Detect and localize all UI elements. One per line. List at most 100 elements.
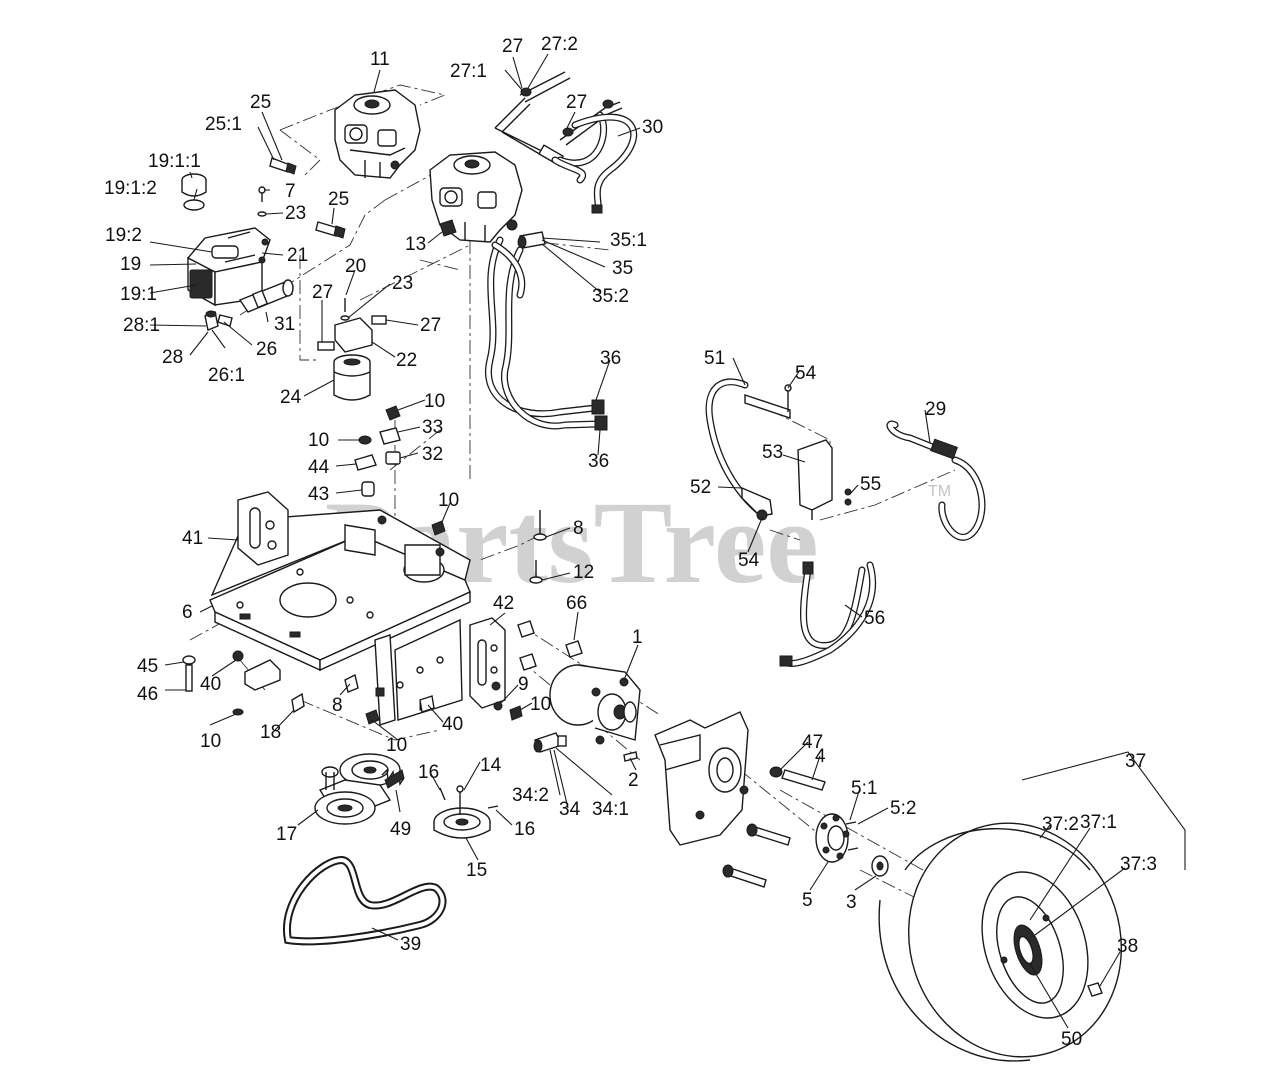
callout-19-1: 19:1 — [120, 284, 157, 305]
callout-5-2: 5:2 — [890, 798, 916, 819]
plate-42 — [469, 617, 506, 709]
callout-35-2: 35:2 — [592, 286, 629, 307]
callout-10e: 10 — [200, 731, 221, 752]
callout-13: 13 — [405, 234, 426, 255]
callout-30: 30 — [642, 117, 663, 138]
filter-24 — [333, 354, 371, 401]
fitting-31 — [238, 279, 294, 313]
callout-51: 51 — [704, 348, 725, 369]
callout-49: 49 — [390, 819, 411, 840]
callout-66: 66 — [566, 593, 587, 614]
callout-10f: 10 — [386, 735, 407, 756]
callout-10c: 10 — [438, 490, 459, 511]
callout-23b: 23 — [392, 273, 413, 294]
hydro-pump-second — [429, 151, 523, 243]
wheel-motor-1 — [549, 664, 641, 745]
callout-26: 26 — [256, 339, 277, 360]
callout-29: 29 — [925, 399, 946, 420]
callout-27-2: 27:2 — [541, 34, 578, 55]
hose-56 — [779, 561, 877, 667]
callout-16b: 16 — [514, 819, 535, 840]
callout-45: 45 — [137, 656, 158, 677]
callout-10b: 10 — [308, 430, 329, 451]
key-2 — [623, 751, 638, 762]
callout-24: 24 — [280, 387, 302, 408]
callout-33: 33 — [422, 417, 443, 438]
callout-10d: 10 — [530, 694, 551, 715]
callout-38: 38 — [1117, 936, 1138, 957]
callout-23: 23 — [285, 203, 306, 224]
callout-53: 53 — [762, 442, 783, 463]
callout-43: 43 — [308, 484, 329, 505]
fittings-26-28 — [204, 310, 233, 331]
frame-tab-lower-left — [182, 650, 305, 716]
bracket-52-lower — [741, 486, 773, 521]
callout-37-1: 37:1 — [1080, 812, 1117, 833]
callout-34: 34 — [559, 799, 581, 820]
callout-22: 22 — [396, 350, 417, 371]
callout-47: 47 — [802, 732, 823, 753]
callout-4: 4 — [815, 746, 826, 767]
callout-7: 7 — [285, 181, 296, 202]
callout-18: 18 — [260, 722, 281, 743]
hose-30 — [551, 111, 638, 214]
fitting-34 — [533, 732, 567, 753]
callout-52: 52 — [690, 477, 711, 498]
nut-13 — [439, 219, 457, 237]
callout-2: 2 — [628, 770, 639, 791]
callout-37-3: 37:3 — [1120, 854, 1157, 875]
callout-25b: 25 — [328, 189, 349, 210]
callout-41: 41 — [182, 528, 203, 549]
callout-27c: 27 — [312, 282, 333, 303]
callout-1: 1 — [632, 627, 643, 648]
callout-17: 17 — [276, 824, 297, 845]
callout-9: 9 — [518, 674, 529, 695]
fitting-25-mid — [315, 221, 346, 239]
callout-5: 5 — [802, 890, 813, 911]
callout-27: 27 — [502, 36, 523, 57]
fitting-25-top — [269, 157, 297, 175]
callout-26-1: 26:1 — [208, 365, 245, 386]
callout-25-1: 25:1 — [205, 114, 242, 135]
callout-36b: 36 — [588, 451, 609, 472]
callout-37-2: 37:2 — [1042, 814, 1079, 835]
callout-35-1: 35:1 — [610, 230, 647, 251]
callout-34-1: 34:1 — [592, 799, 629, 820]
callout-16: 16 — [418, 762, 439, 783]
hose-29 — [886, 420, 986, 541]
callout-55: 55 — [860, 474, 881, 495]
callout-19-1-2: 19:1:2 — [104, 178, 157, 199]
callout-36: 36 — [600, 348, 621, 369]
callout-15: 15 — [466, 860, 487, 881]
callout-50: 50 — [1061, 1029, 1082, 1050]
callout-34-2: 34:2 — [512, 785, 549, 806]
callout-32: 32 — [422, 444, 443, 465]
drive-belt-39 — [282, 855, 447, 946]
pulley-15 — [433, 785, 499, 839]
small-hardware-7-23 — [257, 186, 267, 217]
idler-pulley-assembly-17 — [314, 753, 401, 825]
callout-44: 44 — [308, 457, 330, 478]
callout-labels: 11 27 27:2 27:1 25 25:1 27 30 19:1:1 7 1… — [104, 34, 1157, 1050]
nut-3 — [871, 855, 889, 877]
callout-40b: 40 — [442, 714, 463, 735]
callout-39: 39 — [400, 934, 421, 955]
callout-27b: 27 — [566, 92, 587, 113]
callout-25: 25 — [250, 92, 271, 113]
callout-54b: 54 — [738, 550, 760, 571]
motor-mount-housing — [654, 711, 749, 846]
hoses-36 — [485, 236, 608, 431]
callout-21: 21 — [287, 245, 308, 266]
callout-28: 28 — [162, 347, 183, 368]
bolts-and-washer-47-4 — [722, 766, 826, 888]
bolts-8-12 — [344, 510, 547, 725]
plate-41 — [237, 491, 289, 566]
callout-19-2: 19:2 — [105, 225, 142, 246]
callout-3: 3 — [846, 892, 857, 913]
bracket-54-upper — [744, 384, 792, 419]
callout-42: 42 — [493, 593, 514, 614]
fitting-35 — [517, 231, 546, 249]
spring-49 — [381, 768, 405, 789]
bracket-53 — [797, 439, 852, 520]
